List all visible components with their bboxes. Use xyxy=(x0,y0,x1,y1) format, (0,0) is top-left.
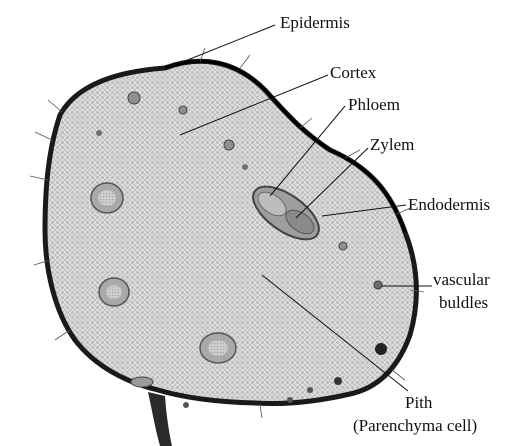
vascular-bundle-small xyxy=(307,387,313,393)
vascular-bundle-small xyxy=(179,106,187,114)
label-pith: Pith xyxy=(405,393,433,412)
vascular-bundle-small xyxy=(334,377,342,385)
stem-base-stub xyxy=(148,392,172,446)
label-phloem: Phloem xyxy=(348,95,400,114)
vascular-bundle-small xyxy=(339,242,347,250)
vascular-bundle-small xyxy=(287,397,293,403)
vascular-bundle-small xyxy=(96,130,102,136)
vascular-bundle-small xyxy=(131,377,153,387)
vascular-bundle-small xyxy=(374,281,382,289)
label-cortex: Cortex xyxy=(330,63,377,82)
vascular-bundle-small xyxy=(183,402,189,408)
label-endodermis: Endodermis xyxy=(408,195,490,214)
label-parenchyma: (Parenchyma cell) xyxy=(353,416,477,435)
vascular-bundle-small xyxy=(128,92,140,104)
label-epidermis: Epidermis xyxy=(280,13,350,32)
label-vascular-bundles-line2: buldles xyxy=(439,293,488,312)
label-zylem: Zylem xyxy=(370,135,414,154)
vascular-bundle-small xyxy=(224,140,234,150)
vascular-bundle-small xyxy=(242,164,248,170)
vascular-bundle-small xyxy=(375,343,387,355)
label-vascular-bundles-line1: vascular xyxy=(433,270,490,289)
